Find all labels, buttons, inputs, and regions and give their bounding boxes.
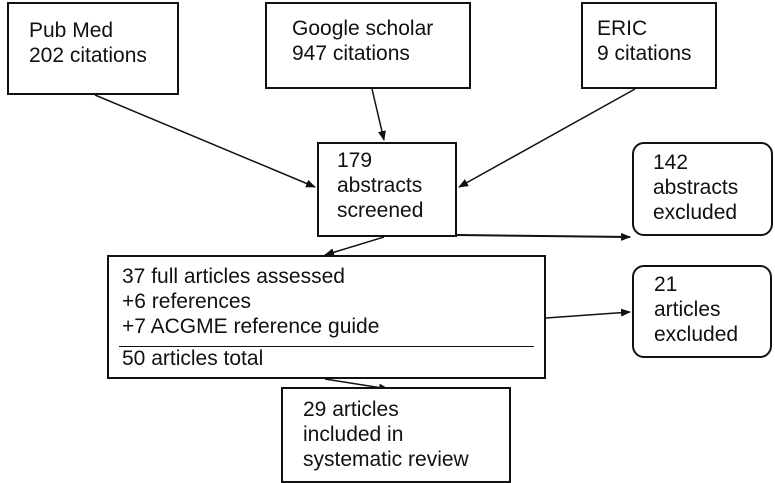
included-count: 29 articles xyxy=(303,398,399,421)
citation-count: 947 citations xyxy=(292,41,410,65)
arrow-scholar-to-screened xyxy=(371,88,386,141)
abstracts-screened-box: 179 abstracts screened xyxy=(317,142,457,237)
assessed-line: 37 full articles assessed xyxy=(122,265,345,288)
source-name: Google scholar xyxy=(292,17,434,40)
excluded-count: 142 xyxy=(653,151,689,174)
arrow-screened-to-assessed xyxy=(324,236,385,257)
excluded-label: abstracts xyxy=(653,175,739,199)
full-articles-assessed-box: 37 full articles assessed +6 references … xyxy=(107,255,546,379)
citation-count: 202 citations xyxy=(29,43,147,67)
screened-label: abstracts xyxy=(337,173,423,197)
articles-excluded-box: 21 articles excluded xyxy=(632,265,772,358)
assessed-line: +6 references xyxy=(122,289,251,313)
excluded-label: articles xyxy=(654,297,721,321)
arrow-pubmed-to-screened xyxy=(94,94,316,188)
assessed-line: +7 ACGME reference guide xyxy=(122,314,380,338)
pubmed-source-box: Pub Med 202 citations xyxy=(7,2,179,95)
abstracts-excluded-box: 142 abstracts excluded xyxy=(632,142,773,236)
articles-total: 50 articles total xyxy=(122,347,264,371)
eric-source-box: ERIC 9 citations xyxy=(581,2,717,89)
google-scholar-source-box: Google scholar 947 citations xyxy=(265,2,471,89)
screened-label: screened xyxy=(337,198,424,222)
included-label: systematic review xyxy=(303,447,469,471)
excluded-count: 21 xyxy=(654,273,678,296)
arrow-assessed-to-articles-excluded xyxy=(545,308,631,319)
included-label: included in xyxy=(303,422,404,446)
excluded-label: excluded xyxy=(654,322,739,346)
arrow-screened-to-abstracts-excluded xyxy=(456,232,631,241)
articles-included-box: 29 articles included in systematic revie… xyxy=(281,387,511,483)
total-divider xyxy=(119,346,534,347)
arrow-eric-to-screened xyxy=(458,88,636,188)
source-name: Pub Med xyxy=(29,19,114,42)
screened-count: 179 xyxy=(337,149,373,172)
excluded-label: excluded xyxy=(653,200,738,224)
citation-count: 9 citations xyxy=(597,41,692,65)
source-name: ERIC xyxy=(597,17,648,40)
